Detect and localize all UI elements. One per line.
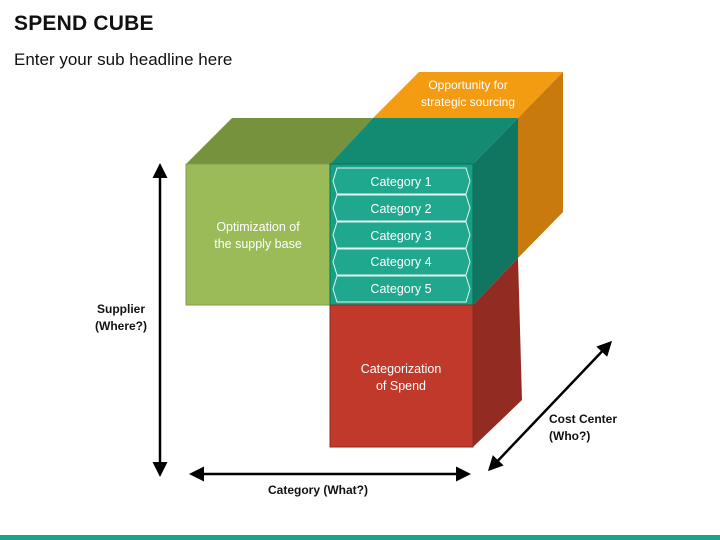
category-item: Category 4 (332, 248, 471, 276)
opportunity-top-face (373, 72, 563, 118)
page-title: SPEND CUBE (14, 12, 154, 35)
category-item: Category 2 (332, 194, 471, 222)
bottom-accent-bar (0, 535, 720, 540)
cost-center-axis-arrow (487, 340, 613, 472)
cost-center-axis-label-line1: Cost Center (549, 412, 617, 426)
optimization-label-line1: Optimization of (216, 220, 300, 234)
optimization-front-face (185, 163, 331, 306)
category-item: Category 3 (332, 221, 471, 249)
categorization-label-line2: of Spend (376, 379, 426, 393)
page-subtitle: Enter your sub headline here (14, 50, 233, 69)
category-label: Category 5 (370, 282, 431, 296)
category-axis-label: Category (What?) (268, 483, 368, 497)
cost-center-axis-label-line2: (Who?) (549, 429, 590, 443)
category-label: Category 3 (370, 229, 431, 243)
categorization-label-line1: Categorization (361, 362, 442, 376)
optimization-label-line2: the supply base (214, 237, 302, 251)
supplier-axis-label-line2: (Where?) (95, 319, 147, 333)
category-item: Category 1 (332, 167, 471, 195)
opportunity-label-line2: strategic sourcing (421, 95, 515, 109)
opportunity-side-face (518, 72, 563, 258)
opportunity-label-line1: Opportunity for (428, 78, 507, 92)
category-list: Category 1 Category 2 Category 3 Categor… (332, 167, 471, 303)
categorization-front-face (329, 304, 474, 448)
category-label: Category 4 (370, 255, 431, 269)
category-label: Category 1 (370, 175, 431, 189)
category-item: Category 5 (332, 275, 471, 303)
teal-top-face (330, 118, 518, 164)
teal-side-face (473, 118, 518, 305)
category-label: Category 2 (370, 202, 431, 216)
optimization-top-face (186, 118, 373, 164)
supplier-axis-label-line1: Supplier (97, 302, 145, 316)
